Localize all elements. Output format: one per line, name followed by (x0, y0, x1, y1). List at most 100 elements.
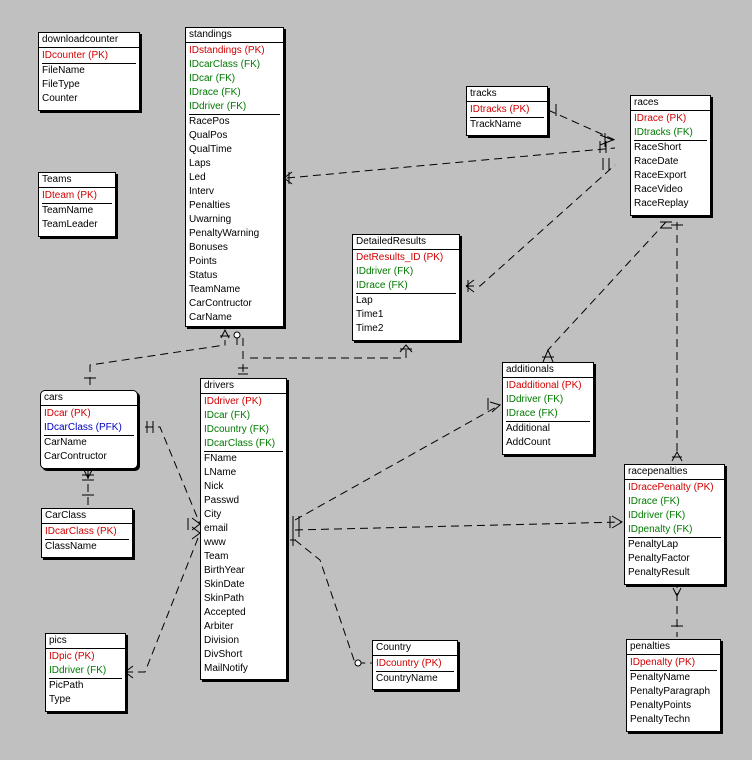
attribute-plain: RaceShort (634, 142, 682, 153)
attribute-plain: MailNotify (204, 663, 248, 674)
attribute-plain: PenaltyResult (628, 567, 690, 578)
attribute-fk: IDcarClass (FK) (189, 59, 261, 70)
attribute-fk: IDdriver (FK) (628, 510, 686, 521)
attribute-plain: Lap (356, 295, 373, 306)
attribute-plain: SkinDate (204, 579, 245, 590)
attribute-plain: Penalties (189, 200, 231, 211)
entity-title: additionals (503, 363, 593, 378)
entity-attrs: IDcountry (PK)CountryName (373, 656, 457, 687)
attribute-plain: CarContructor (44, 451, 107, 462)
entity-detailedresults: DetailedResults DetResults_ID (PK)IDdriv… (352, 234, 460, 341)
key-attributes: DetResults_ID (PK)IDdriver (FK)IDrace (F… (356, 251, 456, 294)
attribute-fk: IDtracks (FK) (634, 127, 693, 138)
attribute-pk: IDteam (PK) (42, 190, 98, 201)
link-detailedresults-races (466, 164, 616, 287)
attribute-plain: AddCount (506, 437, 551, 448)
entity-carclass: CarClass IDcarClass (PK) ClassName (41, 508, 133, 558)
entity-title: races (631, 96, 710, 111)
attribute-plain: Status (189, 270, 218, 281)
attribute-plain: BirthYear (204, 565, 245, 576)
entity-title: drivers (201, 379, 286, 394)
attribute-plain: Passwd (204, 495, 240, 506)
entity-attrs: IDcarClass (PK) ClassName (42, 524, 132, 555)
attribute-plain: SkinPath (204, 593, 245, 604)
attribute-plain: TeamLeader (42, 219, 98, 230)
key-attributes: IDracePenalty (PK) IDrace (FK) IDdriver (F… (628, 481, 721, 538)
attribute-plain: TrackName (470, 119, 522, 130)
entity-title: tracks (467, 87, 547, 102)
attribute-pk: IDracePenalty (PK) (628, 482, 714, 493)
entity-title: penalties (627, 640, 720, 655)
attribute-plain: Time2 (356, 323, 384, 334)
entity-title: racepenalties (625, 465, 724, 480)
link-pics-drivers (125, 532, 201, 673)
other-attributes: CountryName (376, 672, 454, 686)
link-cars-standings (89, 340, 226, 385)
attribute-fk: IDpenalty (FK) (628, 524, 693, 535)
attribute-fk: IDcar (FK) (189, 73, 236, 84)
attribute-plain: FName (204, 453, 237, 464)
key-attributes: IDcarClass (PK) (45, 525, 129, 540)
entity-title: CarClass (42, 509, 132, 524)
attribute-fk: IDrace (FK) (189, 87, 241, 98)
attribute-plain: Laps (189, 158, 211, 169)
key-attributes: IDcounter (PK) (42, 49, 136, 64)
attribute-pk: IDcarClass (PK) (45, 526, 117, 537)
other-attributes: ClassName (45, 540, 129, 554)
attribute-plain: TeamName (189, 284, 241, 295)
attribute-fk: IDdriver (FK) (49, 665, 107, 676)
attribute-plain: Led (189, 172, 206, 183)
link-standings-races (286, 147, 616, 179)
attribute-plain: PenaltyWarning (189, 228, 260, 239)
attribute-fk: IDdriver (FK) (356, 266, 414, 277)
key-attributes: IDcountry (PK) (376, 657, 454, 672)
entity-attrs: IDracePenalty (PK) IDrace (FK) IDdriver (F… (625, 480, 724, 581)
entity-tracks: tracks IDtracks (PK)TrackName (466, 86, 548, 136)
attribute-plain: Uwarning (189, 214, 232, 225)
attribute-plain: RaceVideo (634, 184, 683, 195)
attribute-plain: PenaltyParagraph (630, 686, 711, 697)
link-races-additionals (547, 221, 667, 351)
attribute-plain: PenaltyName (630, 672, 691, 683)
attribute-pk: IDcounter (PK) (42, 50, 109, 61)
attribute-plain: Nick (204, 481, 224, 492)
attribute-fk: IDdriver (FK) (189, 101, 247, 112)
attribute-plain: CarName (44, 437, 87, 448)
entity-title: Country (373, 641, 457, 656)
attribute-plain: PenaltyPoints (630, 700, 692, 711)
attribute-fk: IDrace (FK) (628, 496, 680, 507)
entity-attrs: IDtracks (PK)TrackName (467, 102, 547, 133)
attribute-plain: ClassName (45, 541, 97, 552)
attribute-plain: email (204, 523, 228, 534)
attribute-plain: Points (189, 256, 217, 267)
attribute-pk: IDadditional (PK) (506, 380, 582, 391)
key-attributes: IDpenalty (PK) (630, 656, 717, 671)
attribute-plain: Arbiter (204, 621, 234, 632)
entity-title: pics (46, 634, 125, 649)
attribute-plain: Counter (42, 93, 78, 104)
link-drivers-additionals (294, 404, 501, 521)
attribute-fk: IDrace (FK) (506, 408, 558, 419)
attribute-fk: IDrace (FK) (356, 280, 408, 291)
key-attributes: IDtracks (PK) (470, 103, 544, 118)
attribute-plain: Bonuses (189, 242, 228, 253)
attribute-fk: IDcountry (FK) (204, 424, 270, 435)
attribute-pk: IDrace (PK) (634, 113, 687, 124)
attribute-plain: QualTime (189, 144, 232, 155)
entity-attrs: DetResults_ID (PK)IDdriver (FK)IDrace (F… (353, 250, 459, 337)
